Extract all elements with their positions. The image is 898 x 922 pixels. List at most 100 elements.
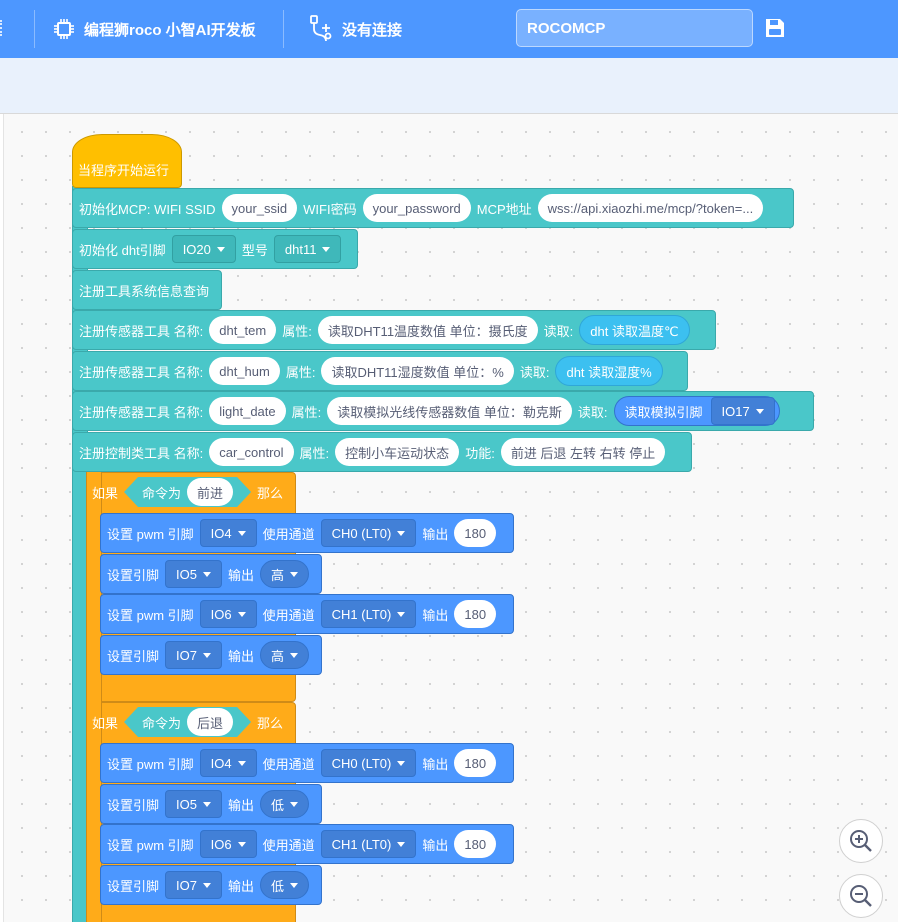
chevron-down-icon [290, 571, 299, 577]
channel-label: 使用通道 [262, 837, 315, 853]
control-name-input[interactable]: car_control [209, 438, 294, 466]
divider [34, 10, 35, 48]
pwm-value-input[interactable]: 180 [454, 519, 497, 547]
pin-value: IO7 [176, 647, 197, 663]
analog-read-reporter[interactable]: 读取模拟引脚 IO17 [613, 396, 780, 426]
attr-label: 属性: [282, 323, 312, 339]
attr-input[interactable]: 读取DHT11温度数值 单位：摄氏度 [317, 316, 538, 344]
channel-dropdown[interactable]: CH1 (LT0) [320, 830, 417, 858]
channel-dropdown[interactable]: CH0 (LT0) [320, 749, 417, 777]
sensor-name-label: 注册传感器工具 名称: [79, 323, 204, 339]
func-input[interactable]: 前进 后退 左转 右转 停止 [500, 438, 666, 466]
dht-temp-reporter[interactable]: dht 读取温度℃ [579, 315, 690, 345]
password-label: WIFI密码 [303, 201, 357, 217]
usb-icon [310, 15, 332, 42]
digital-write-block[interactable]: 设置引脚 IO7 输出 低 [100, 865, 322, 905]
zoom-out-button[interactable] [839, 874, 883, 918]
condition-value[interactable]: 后退 [187, 708, 233, 736]
hat-block[interactable] [72, 134, 182, 188]
level-dropdown[interactable]: 高 [260, 560, 310, 588]
pin-dropdown[interactable]: IO6 [199, 600, 257, 628]
if-header-backward[interactable]: 如果 命令为后退 那么 [86, 702, 296, 742]
pin-dropdown[interactable]: IO4 [199, 749, 257, 777]
pin-dropdown[interactable]: IO6 [199, 830, 257, 858]
digital-write-block[interactable]: 设置引脚 IO5 输出 低 [100, 784, 322, 824]
password-input[interactable]: your_password [362, 194, 471, 222]
hat-label: 当程序开始运行 [78, 162, 170, 178]
chevron-down-icon [290, 652, 299, 658]
sensor-tem-block[interactable]: 注册传感器工具 名称: dht_tem 属性: 读取DHT11温度数值 单位：摄… [72, 310, 716, 350]
analog-read-label: 读取模拟引脚 [624, 404, 703, 420]
channel-label: 使用通道 [262, 607, 315, 623]
dht-pin-dropdown[interactable]: IO20 [171, 235, 236, 263]
attr-label: 属性: [291, 404, 322, 420]
attr-input[interactable]: 控制小车运动状态 [335, 438, 460, 466]
board-selector[interactable]: 编程狮roco 小智AI开发板 [52, 0, 256, 58]
pin-dropdown[interactable]: IO4 [199, 519, 257, 547]
pwm-value-input[interactable]: 180 [454, 749, 497, 777]
channel-dropdown[interactable]: CH0 (LT0) [320, 519, 417, 547]
pwm-value-input[interactable]: 180 [454, 830, 497, 858]
output-label: 输出 [422, 526, 449, 542]
digital-write-block[interactable]: 设置引脚 IO7 输出 高 [100, 635, 322, 675]
read-label: 读取: [543, 323, 574, 339]
control-tool-block[interactable]: 注册控制类工具 名称: car_control 属性: 控制小车运动状态 功能:… [72, 432, 692, 472]
dht-hum-reporter[interactable]: dht 读取湿度% [555, 356, 663, 386]
pin-dropdown[interactable]: IO7 [165, 871, 222, 899]
url-input[interactable]: wss://api.xiaozhi.me/mcp/?token=... [537, 194, 764, 222]
divider [283, 10, 284, 48]
if-header-forward[interactable]: 如果 命令为前进 那么 [86, 472, 296, 512]
attr-label: 属性: [299, 445, 330, 461]
pin-label: 设置引脚 [107, 878, 160, 894]
pwm-label: 设置 pwm 引脚 [107, 526, 194, 542]
condition-label: 命令为 [142, 715, 182, 731]
level-dropdown[interactable]: 低 [260, 871, 310, 899]
workspace-edge [0, 114, 4, 922]
chevron-down-icon [322, 246, 331, 252]
digital-write-block[interactable]: 设置引脚 IO5 输出 高 [100, 554, 322, 594]
sysinfo-block[interactable]: 注册工具系统信息查询 [72, 270, 222, 310]
board-label: 编程狮roco 小智AI开发板 [84, 21, 256, 39]
ssid-input[interactable]: your_ssid [221, 194, 298, 222]
pwm-block[interactable]: 设置 pwm 引脚 IO6 使用通道 CH1 (LT0) 输出 180 [100, 824, 514, 864]
attr-input[interactable]: 读取DHT11湿度数值 单位：% [321, 357, 514, 385]
sensor-name-input[interactable]: light_date [209, 397, 286, 425]
analog-pin-dropdown[interactable]: IO17 [710, 397, 775, 425]
mcp-init-block[interactable]: 初始化MCP: WIFI SSID your_ssid WIFI密码 your_… [72, 188, 794, 228]
sensor-name-label: 注册传感器工具 名称: [79, 364, 204, 380]
dht-model-dropdown[interactable]: dht11 [273, 235, 342, 263]
output-label: 输出 [422, 756, 449, 772]
dht-init-block[interactable]: 初始化 dht引脚 IO20 型号 dht11 [72, 229, 358, 269]
if-label: 如果 [92, 715, 119, 731]
level-dropdown[interactable]: 低 [260, 790, 310, 818]
command-condition[interactable]: 命令为前进 [124, 477, 251, 507]
level-dropdown[interactable]: 高 [260, 641, 310, 669]
pin-dropdown[interactable]: IO7 [165, 641, 222, 669]
pin-dropdown[interactable]: IO5 [165, 560, 222, 588]
project-name-input[interactable]: ROCOMCP [516, 9, 753, 47]
save-icon[interactable] [763, 16, 787, 40]
sensor-name-input[interactable]: dht_tem [209, 316, 277, 344]
pin-dropdown[interactable]: IO5 [165, 790, 222, 818]
sensor-light-block[interactable]: 注册传感器工具 名称: light_date 属性: 读取模拟光线传感器数值 单… [72, 391, 814, 431]
level-value: 高 [271, 567, 285, 583]
zoom-in-button[interactable] [839, 819, 883, 863]
channel-dropdown[interactable]: CH1 (LT0) [320, 600, 417, 628]
connection-button[interactable]: 没有连接 [308, 0, 402, 58]
channel-value: CH1 (LT0) [331, 836, 392, 852]
command-condition[interactable]: 命令为后退 [124, 707, 251, 737]
sensor-name-input[interactable]: dht_hum [209, 357, 280, 385]
chevron-down-icon [397, 841, 406, 847]
dht-pin-value: IO20 [182, 241, 211, 257]
attr-input[interactable]: 读取模拟光线传感器数值 单位：勒克斯 [327, 397, 572, 425]
channel-value: CH0 (LT0) [331, 525, 392, 541]
dht-model-value: dht11 [284, 241, 317, 257]
pwm-block[interactable]: 设置 pwm 引脚 IO4 使用通道 CH0 (LT0) 输出 180 [100, 743, 514, 783]
pwm-block[interactable]: 设置 pwm 引脚 IO6 使用通道 CH1 (LT0) 输出 180 [100, 594, 514, 634]
pwm-block[interactable]: 设置 pwm 引脚 IO4 使用通道 CH0 (LT0) 输出 180 [100, 513, 514, 553]
condition-value[interactable]: 前进 [187, 478, 233, 506]
sensor-hum-block[interactable]: 注册传感器工具 名称: dht_hum 属性: 读取DHT11湿度数值 单位：%… [72, 351, 688, 391]
pwm-value-input[interactable]: 180 [454, 600, 497, 628]
condition-label: 命令为 [142, 485, 182, 501]
if-label: 如果 [92, 485, 119, 501]
